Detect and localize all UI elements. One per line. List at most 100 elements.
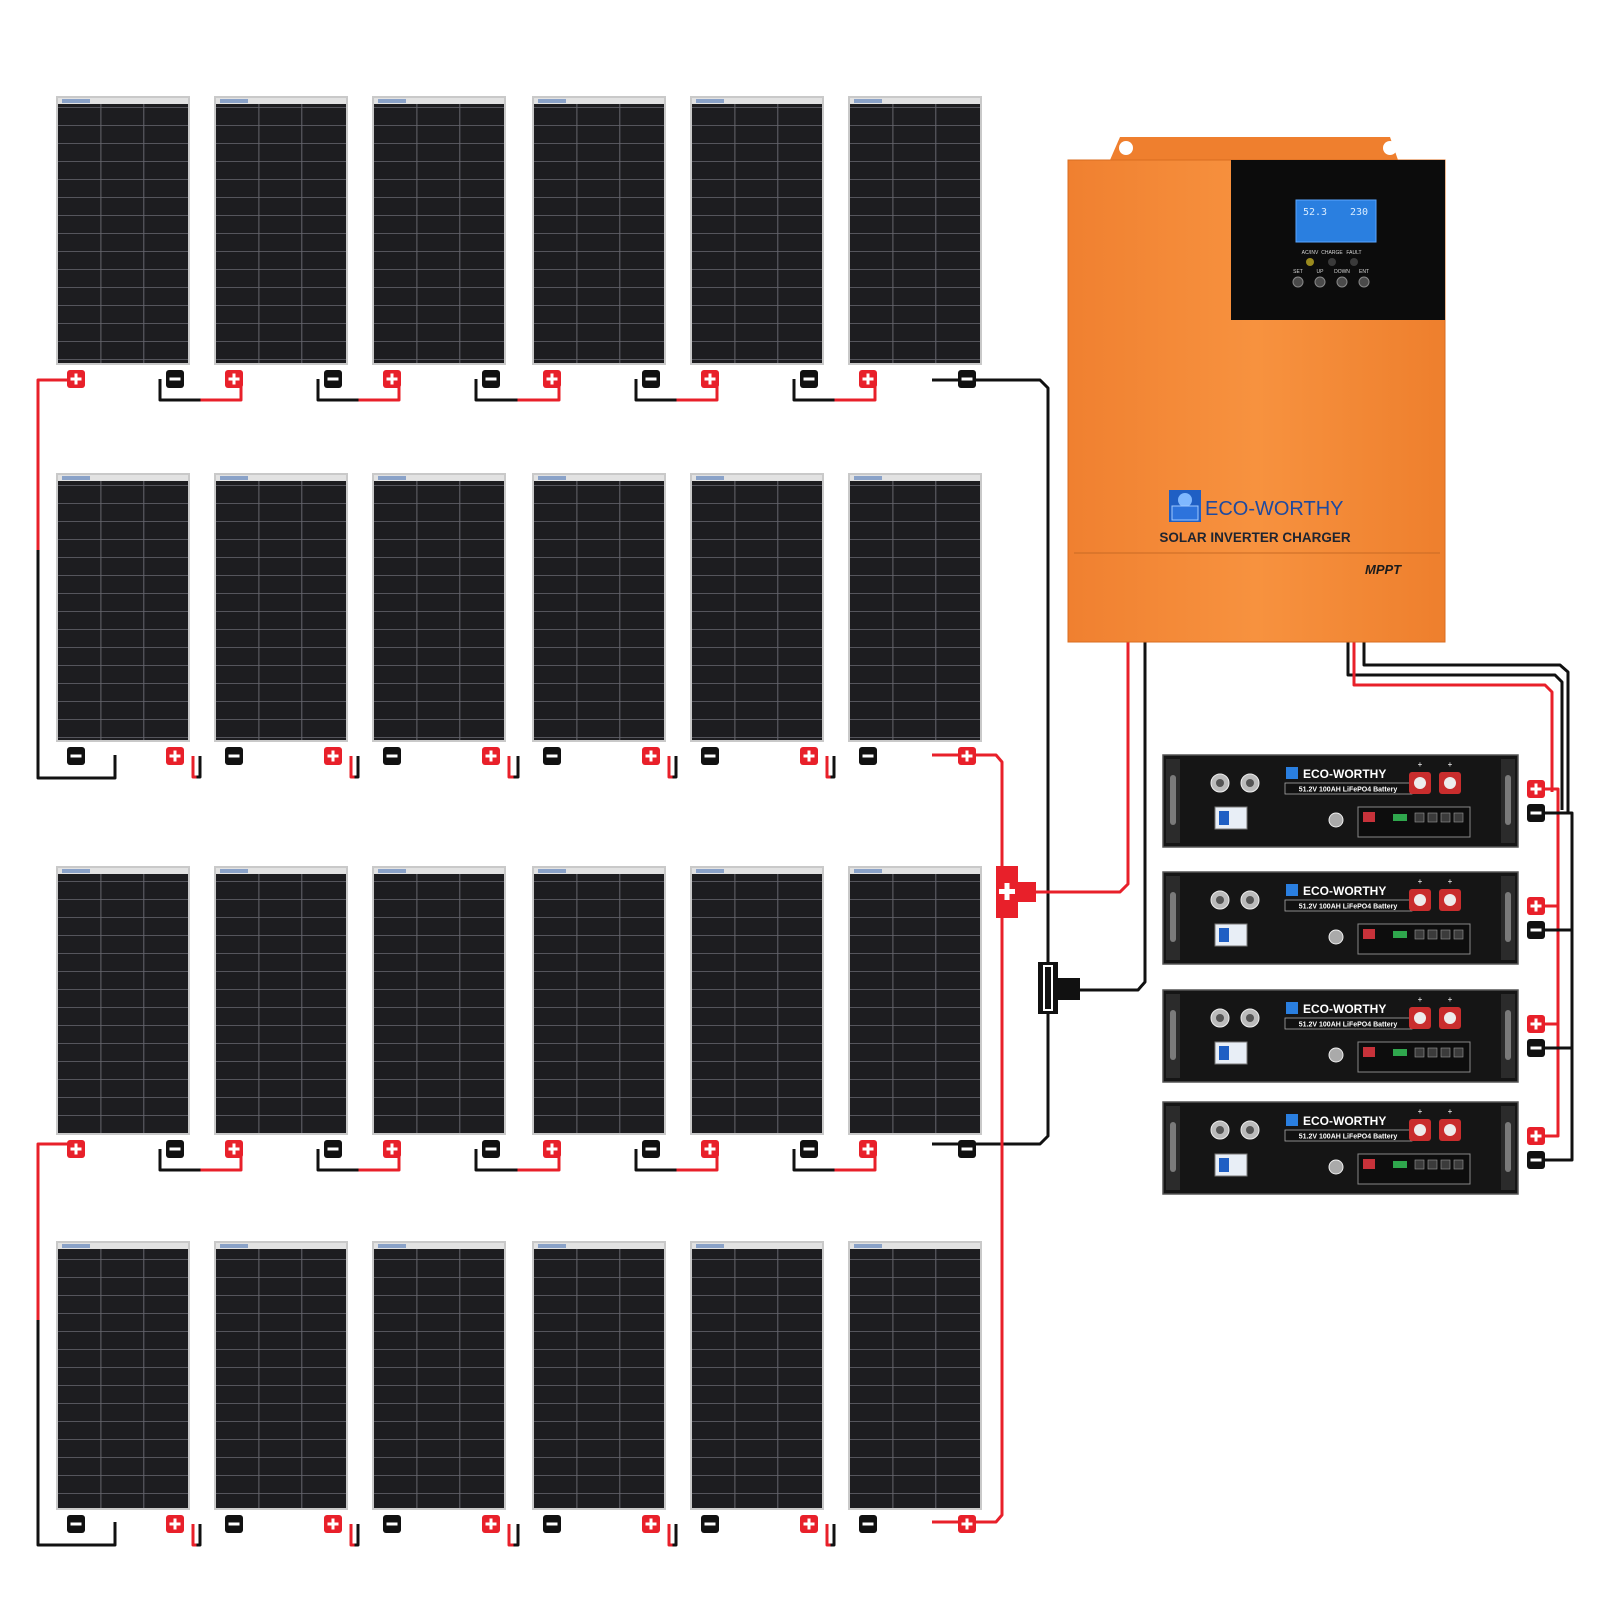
inverter-battery-negative	[1346, 642, 1564, 810]
battery-model: 51.2V 100AH LiFePO4 Battery	[1299, 1022, 1398, 1029]
pv-positive-to-inverter	[1020, 642, 1130, 894]
array-negative-return	[932, 378, 1050, 1146]
positive-terminal-icon	[701, 1140, 719, 1158]
lcd-reading-right: 230	[1350, 207, 1368, 218]
inverter-battery-negative-2	[1362, 642, 1570, 812]
negative-terminal-icon	[958, 370, 976, 388]
battery-io-ports	[1357, 1041, 1471, 1073]
battery-io-ports	[1357, 806, 1471, 838]
series-link-positive	[667, 756, 673, 779]
solar-panel	[372, 96, 506, 365]
breather-icon	[1328, 1047, 1344, 1063]
positive-terminal-icon	[543, 1140, 561, 1158]
button-label: ENT	[1359, 269, 1369, 275]
battery-model: 51.2V 100AH LiFePO4 Battery	[1299, 904, 1398, 911]
negative-terminal-icon	[701, 747, 719, 765]
row4-start-negative	[36, 1320, 117, 1547]
terminal-polarity-label: +	[1448, 995, 1453, 1004]
solar-panel	[56, 1241, 190, 1510]
battery-logo-icon	[1286, 767, 1298, 779]
series-link-positive	[191, 756, 197, 779]
negative-terminal-icon	[482, 370, 500, 388]
negative-terminal-icon	[642, 370, 660, 388]
negative-terminal-icon	[225, 747, 243, 765]
positive-terminal-icon	[324, 747, 342, 765]
series-link-positive	[667, 1524, 673, 1547]
button-label: SET	[1293, 269, 1303, 275]
indicator-led-icon	[1350, 258, 1358, 266]
battery-positive-terminal-icon	[1527, 897, 1545, 915]
inverter-button[interactable]	[1292, 276, 1304, 288]
solar-panel	[372, 1241, 506, 1510]
solar-panel	[56, 866, 190, 1135]
positive-terminal-icon	[166, 747, 184, 765]
solar-panel-array	[56, 96, 982, 1510]
battery-bank: ECO-WORTHY 51.2V 100AH LiFePO4 Battery + + E…	[1162, 754, 1519, 1195]
inverter-button[interactable]	[1358, 276, 1370, 288]
series-link-negative	[513, 1524, 520, 1547]
series-link-negative	[474, 379, 518, 402]
inverter-mount-bracket	[1110, 137, 1398, 160]
solar-panel	[214, 473, 348, 742]
solar-panel	[532, 1241, 666, 1510]
negative-combiner-connector	[1038, 962, 1080, 1014]
negative-terminal-icon	[642, 1140, 660, 1158]
battery-brand: ECO-WORTHY	[1303, 767, 1386, 781]
wire-layer	[36, 378, 1574, 1547]
solar-panel	[214, 96, 348, 365]
series-link-negative	[196, 1524, 202, 1547]
battery-brand: ECO-WORTHY	[1303, 884, 1386, 898]
solar-panel	[372, 866, 506, 1135]
negative-terminal-icon	[166, 370, 184, 388]
terminal-polarity-label: +	[1418, 877, 1423, 886]
positive-terminal-icon	[383, 370, 401, 388]
indicator-label: AC/INV	[1302, 250, 1319, 256]
pv-negative-to-inverter	[1080, 642, 1147, 992]
negative-terminal-icon	[701, 1515, 719, 1533]
series-link-negative	[634, 1149, 677, 1172]
negative-terminal-icon	[482, 1140, 500, 1158]
solar-panel	[690, 473, 824, 742]
battery-logo-icon	[1286, 1002, 1298, 1014]
breather-icon	[1328, 1159, 1344, 1175]
positive-terminal-icon	[482, 1515, 500, 1533]
negative-terminal-icon	[859, 747, 877, 765]
positive-terminal-icon	[225, 370, 243, 388]
negative-terminal-icon	[543, 1515, 561, 1533]
positive-terminal-icon	[383, 1140, 401, 1158]
negative-terminal-icon	[383, 1515, 401, 1533]
indicator-led-icon	[1328, 258, 1336, 266]
breather-icon	[1328, 812, 1344, 828]
indicator-label: FAULT	[1346, 250, 1361, 256]
negative-terminal-icon	[324, 370, 342, 388]
series-link-negative	[474, 1149, 518, 1172]
inverter-button[interactable]	[1314, 276, 1326, 288]
button-label: UP	[1317, 269, 1325, 275]
solar-panel	[214, 1241, 348, 1510]
breather-icon	[1328, 929, 1344, 945]
positive-terminal-icon	[166, 1515, 184, 1533]
solar-panel	[848, 96, 982, 365]
positive-terminal-icon	[642, 747, 660, 765]
series-link-negative	[830, 756, 836, 779]
inverter-button[interactable]	[1336, 276, 1348, 288]
positive-terminal-icon	[67, 370, 85, 388]
series-link-negative	[792, 379, 835, 402]
series-link-positive	[349, 756, 355, 779]
battery-parallel-negative	[1545, 1046, 1574, 1162]
solar-panel	[690, 96, 824, 365]
positive-terminal-icon	[324, 1515, 342, 1533]
series-link-negative	[158, 379, 201, 402]
array-positive-return	[932, 753, 1004, 1524]
series-link-positive	[349, 1524, 355, 1547]
series-link-negative	[513, 756, 520, 779]
negative-terminal-icon	[324, 1140, 342, 1158]
terminal-layer	[67, 370, 1545, 1533]
battery-model: 51.2V 100AH LiFePO4 Battery	[1299, 787, 1398, 794]
positive-terminal-icon	[482, 747, 500, 765]
terminal-polarity-label: +	[1448, 877, 1453, 886]
series-link-negative	[792, 1149, 835, 1172]
